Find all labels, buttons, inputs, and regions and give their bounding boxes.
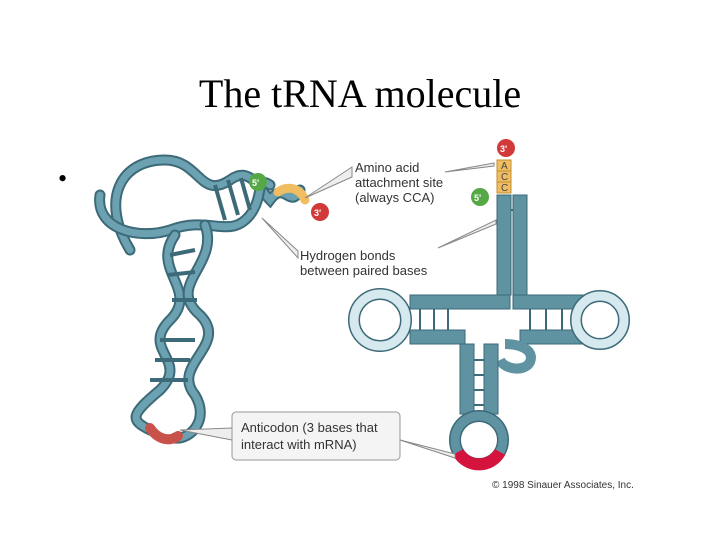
anticodon-stem-right (483, 343, 499, 415)
anticodon-stem-left (459, 343, 475, 415)
amino-acid-label-line2: attachment site (355, 175, 443, 190)
ribbon-anticodon (145, 423, 183, 445)
d-loop-fill (349, 289, 411, 351)
cca-base-c1: C (501, 172, 508, 183)
left-arm-upper (409, 294, 511, 310)
anticodon-label-line2: interact with mRNA) (241, 437, 357, 452)
hydrogen-leader-left (261, 217, 299, 260)
amino-acid-leader-right (444, 162, 495, 173)
ribbon-three-prime-dot (311, 203, 329, 221)
ribbon-five-prime-label: 5' (252, 178, 259, 188)
ribbon-strand-stem-right-inner (171, 221, 213, 442)
acceptor-stem-right (512, 194, 528, 296)
bullet-point: • (58, 164, 68, 193)
variable-loop (495, 339, 536, 374)
ribbon-three-prime-label: 3' (314, 208, 321, 218)
anticodon-label-line1: Anticodon (3 bases that (241, 420, 378, 435)
amino-acid-label-line1: Amino acid (355, 160, 419, 175)
cca-cell-c2 (496, 181, 512, 194)
amino-acid-label-line3: (always CCA) (355, 190, 434, 205)
anticodon-leader-right (399, 439, 456, 459)
ribbon-five-prime-dot (249, 173, 267, 191)
amino-acid-leader (304, 166, 353, 199)
left-arm-lower (409, 329, 466, 345)
t-loop-fill (571, 291, 629, 349)
cca-base-a: A (501, 161, 508, 172)
cloverleaf-five-prime-dot (471, 188, 489, 206)
cloverleaf-five-prime-label: 5' (474, 193, 481, 203)
acceptor-stem-left (496, 194, 512, 296)
ribbon-base-pairs (150, 177, 252, 382)
cca-base-c2: C (501, 183, 508, 194)
anticodon-bases (452, 448, 506, 471)
leader-lines (179, 162, 497, 459)
hydrogen-bonds-label-line1: Hydrogen bonds (300, 248, 396, 263)
slide-title: The tRNA molecule (198, 71, 522, 116)
hydrogen-bonds-label-line2: between paired bases (300, 263, 428, 278)
cloverleaf-three-prime-label: 3' (500, 144, 507, 154)
trna-3d-model: 5' 3' (94, 154, 329, 445)
cloverleaf-base-pairs (419, 209, 563, 330)
cloverleaf-three-prime-dot (497, 139, 515, 157)
copyright-text: © 1998 Sinauer Associates, Inc. (492, 480, 634, 491)
anticodon-callout-box (231, 411, 401, 461)
ribbon-cca-tail (273, 183, 310, 205)
trna-cloverleaf: A C C 3' 5' (348, 139, 630, 471)
right-arm-upper (512, 294, 584, 310)
hydrogen-leader-right (437, 219, 497, 249)
anticodon-stem-pairs (474, 359, 484, 406)
